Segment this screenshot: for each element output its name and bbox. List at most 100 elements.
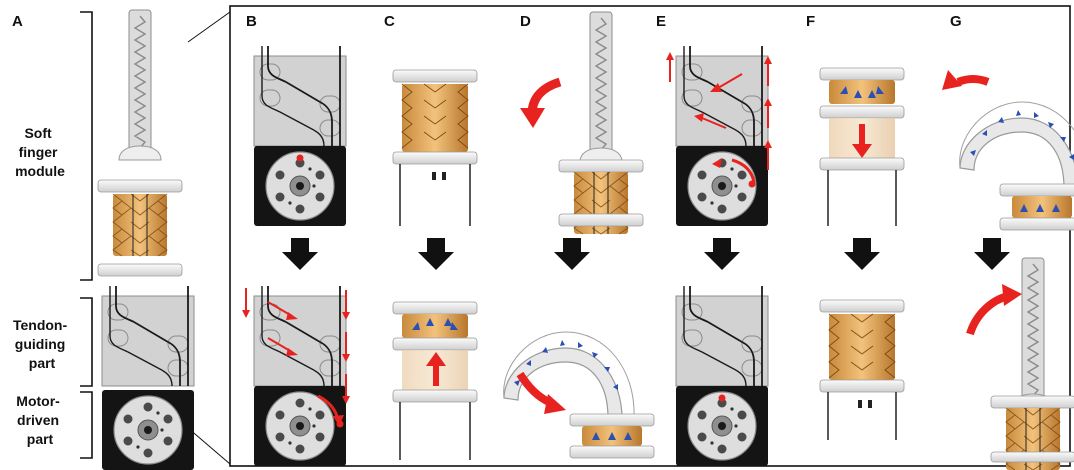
red-arrow-icon [712, 158, 722, 168]
g-top-plate [990, 395, 1074, 409]
panel-label-a: A [12, 13, 23, 30]
g-finger-straight [1011, 257, 1055, 409]
b-bottom-motor [253, 385, 347, 467]
e-tendon-arrow-1 [717, 73, 743, 89]
f-relaxed-bottom-plate [819, 379, 905, 393]
down-arrow-icon [418, 238, 454, 270]
label-tendon-guiding: Tendon- guiding part [13, 317, 71, 371]
d-finger-straight [579, 11, 623, 163]
f-top-plate [819, 67, 905, 81]
d-base-plate [558, 213, 644, 227]
red-arrow-icon [426, 352, 446, 366]
bracket-tendon-guiding [80, 297, 93, 387]
e-rotation-arrow [731, 158, 756, 183]
panel-g: G [942, 13, 1074, 470]
c-compressed-bellows [402, 314, 468, 338]
tendon-guide [101, 285, 195, 387]
red-arrow-icon [286, 348, 298, 356]
motor-block [101, 389, 195, 470]
bracket-motor-driven [80, 391, 93, 459]
f-fold-lines [828, 313, 896, 379]
e-top-guide [675, 45, 769, 147]
panel-label-c: C [384, 13, 395, 30]
f-pin-right [868, 400, 872, 408]
c-ghost-plate [392, 389, 478, 403]
g-curl-base [999, 217, 1074, 231]
f-mid-plate [819, 105, 905, 119]
panel-d: D [503, 11, 655, 459]
g-straighten-arrow [966, 292, 1010, 336]
e-bottom-marker [718, 394, 726, 402]
panel-label-b: B [246, 13, 257, 30]
panel-label-g: G [950, 13, 962, 30]
f-compressed-bellows [829, 80, 895, 104]
red-arrow-icon [544, 394, 566, 414]
red-arrow-icon [852, 144, 872, 158]
d-curl-plate [569, 413, 655, 427]
b-bottom-marker [336, 420, 344, 428]
panel-a: A Soft finger module Tendon- guiding par… [12, 9, 195, 470]
panel-label-f: F [806, 13, 815, 30]
top-plate [97, 179, 183, 193]
origami-bellows [112, 193, 168, 257]
f-relaxed-top-plate [819, 299, 905, 313]
b-bottom-guide [253, 285, 347, 387]
bracket-soft-finger [80, 11, 93, 281]
red-arrow-icon [694, 113, 704, 122]
e-top-marker [748, 180, 756, 188]
label-motor-driven: Motor- driven part [16, 393, 63, 447]
g-curl-bellows [1012, 196, 1072, 218]
blue-arrow-icon [1020, 204, 1060, 212]
red-arrow-icon [286, 312, 298, 320]
finger-straight [118, 9, 162, 161]
panel-b: B [241, 13, 351, 467]
down-arrow-icon [554, 238, 590, 270]
g-finger-curled [959, 101, 1074, 189]
red-arrow-icon [665, 51, 675, 83]
panel-label-e: E [656, 13, 666, 30]
c-pin-right [442, 172, 446, 180]
e-bottom-guide [675, 285, 769, 387]
c-bottom-plate [392, 151, 478, 165]
assembled-device [97, 9, 195, 470]
c-mid-plate [392, 337, 478, 351]
zoom-line-top [187, 11, 231, 43]
g-curl-plate [999, 183, 1074, 197]
c-bellows [402, 84, 468, 152]
e-tendon-arrow-2 [701, 117, 727, 129]
panel-f: F [806, 13, 905, 440]
label-soft-finger: Soft finger module [15, 125, 65, 179]
d-top-plate [558, 159, 644, 173]
red-arrow-icon [710, 83, 722, 92]
panel-frame [229, 5, 1071, 467]
blue-arrow-icon [840, 86, 884, 98]
down-arrow-icon [282, 238, 318, 270]
zoom-line-bottom [187, 427, 231, 465]
f-pin-left [858, 400, 862, 408]
down-arrow-icon [704, 238, 740, 270]
red-arrow-icon [1002, 284, 1022, 306]
g-base-plate [990, 451, 1074, 463]
panel-c: C [384, 13, 478, 460]
c-fold-lines [401, 83, 469, 149]
f-ghost-plate [819, 157, 905, 171]
down-arrow-icon [844, 238, 880, 270]
c-pin-left [432, 172, 436, 180]
red-arrow-icon [520, 108, 545, 128]
c-compressed-top-plate [392, 301, 478, 315]
g-uncurl-arrow [956, 75, 990, 86]
down-arrow-icon [974, 238, 1010, 270]
blue-arrow-icon [592, 432, 632, 440]
red-arrow-icon [241, 287, 251, 319]
b-top-marker [296, 154, 304, 162]
b-top-guide [253, 45, 347, 147]
panel-label-d: D [520, 13, 531, 30]
f-relaxed-bellows [829, 314, 895, 380]
blue-arrow-icon [412, 318, 458, 330]
panel-e: E [656, 13, 773, 467]
d-curl-base [569, 445, 655, 459]
bottom-plate [97, 263, 183, 277]
red-arrow-icon [333, 415, 344, 426]
red-arrow-icon [942, 70, 962, 90]
